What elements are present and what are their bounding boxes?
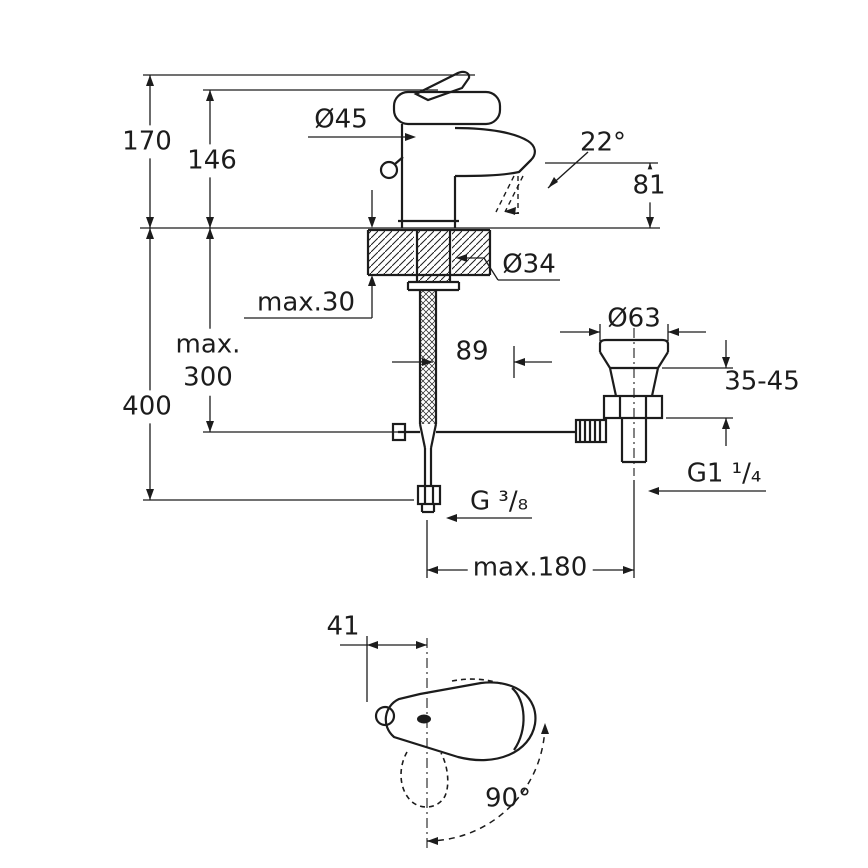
dim-170-label: 170 bbox=[117, 125, 177, 159]
spray-angle-lines bbox=[495, 151, 589, 214]
angle-22-label: 22° bbox=[579, 127, 627, 158]
dim-146-label: 146 bbox=[182, 144, 242, 178]
drain-assembly bbox=[574, 328, 670, 476]
dim-81-label: 81 bbox=[627, 169, 671, 203]
dia-34-label: Ø34 bbox=[502, 249, 556, 280]
faucet-front-view bbox=[366, 70, 576, 514]
dim-400-label: 400 bbox=[117, 390, 177, 424]
thread-g114-label: G1 ¹/₄ bbox=[686, 458, 762, 489]
angle-90-label: 90° bbox=[484, 783, 532, 814]
faucet-top-view bbox=[374, 638, 546, 848]
max-300-label: max. 300 bbox=[170, 328, 246, 396]
dia-63-label: Ø63 bbox=[607, 303, 661, 334]
dim-89-label: 89 bbox=[455, 336, 489, 367]
max-180-label: max.180 bbox=[467, 551, 593, 585]
range-35-45-label: 35-45 bbox=[724, 366, 800, 397]
dim-41-label: 41 bbox=[326, 611, 360, 642]
thread-g38-label: G ³/₈ bbox=[469, 486, 529, 517]
max-30-label: max.30 bbox=[257, 287, 355, 318]
dia-45-label: Ø45 bbox=[314, 104, 368, 135]
